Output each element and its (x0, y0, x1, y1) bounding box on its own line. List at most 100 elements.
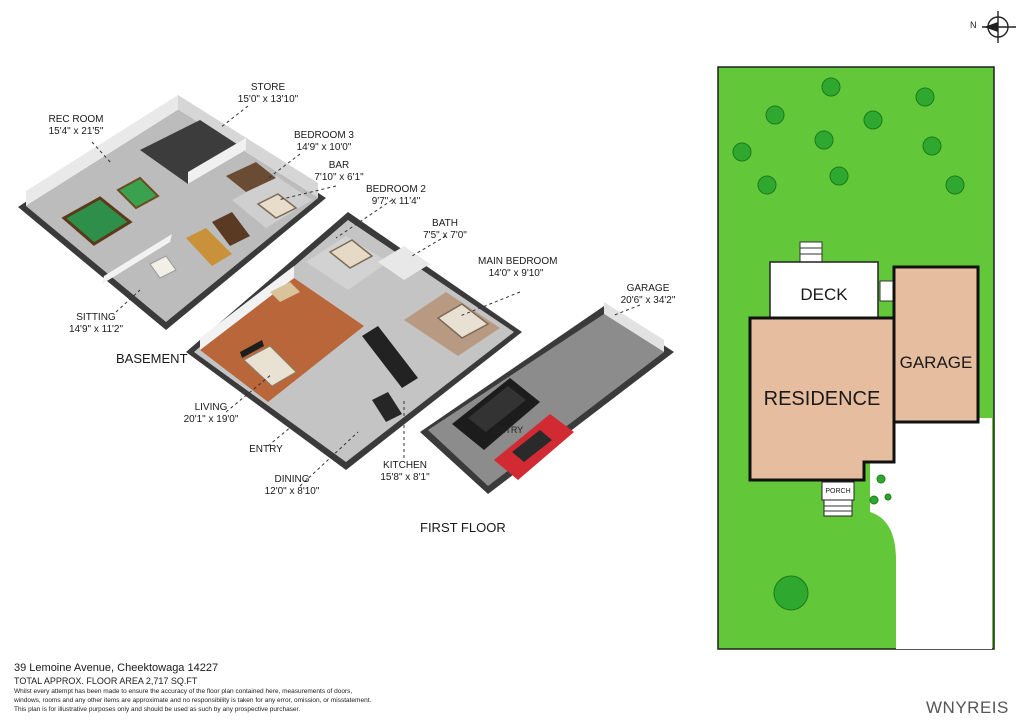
site-garage-label: GARAGE (899, 353, 973, 372)
bath-floor (378, 246, 430, 280)
label-sitting: SITTING 14'9" x 11'2" (56, 312, 136, 336)
living-name: LIVING (194, 402, 228, 413)
pool-table (61, 196, 133, 246)
label-bar: BAR 7'10" x 6'1" (304, 160, 374, 184)
label-kitchen: KITCHEN 15'8" x 8'1" (370, 460, 440, 484)
bar-counter (186, 228, 232, 266)
garage-entry-name: ENTRY (492, 425, 524, 435)
kitchen-island (372, 392, 402, 422)
compass-icon (982, 11, 1016, 43)
fireplace (270, 282, 300, 302)
bedroom2-bed (328, 239, 374, 269)
sitting-dims: 14'9" x 11'2" (68, 324, 124, 335)
residence-structure (748, 316, 896, 482)
tree-icon (945, 175, 965, 195)
store-name: STORE (250, 82, 286, 93)
dining-dims: 12'0" x 8'10" (264, 486, 320, 497)
label-living: LIVING 20'1" x 19'0" (176, 402, 246, 426)
first-floor-plan (186, 212, 674, 494)
site-deck-label: DECK (800, 285, 848, 304)
tree-icon (773, 575, 809, 611)
footer-disclaimer-1: Whilst every attempt has been made to en… (14, 688, 353, 695)
sitting-divider (102, 234, 172, 284)
label-bath: BATH 7'5" x 7'0" (412, 218, 478, 242)
rec-room-name: REC ROOM (48, 114, 104, 125)
tree-icon (821, 77, 841, 97)
kitchen-name: KITCHEN (383, 460, 427, 471)
label-entry: ENTRY (242, 444, 290, 456)
tree-icon (915, 87, 935, 107)
garage-wall-face (604, 302, 664, 352)
porch-steps (823, 499, 853, 517)
bedroom-3-dims: 14'9" x 10'0" (296, 142, 352, 153)
main-bedroom-name-1: MAIN BEDROOM (478, 256, 558, 267)
label-dining: DINING 12'0" x 8'10" (254, 474, 330, 498)
bedroom3-bed (256, 193, 298, 219)
trees (732, 77, 965, 611)
site-porch-label: PORCH (825, 488, 851, 495)
tree-icon (869, 495, 879, 505)
footer-disclaimer-2: windows, rooms and any other items are a… (14, 697, 372, 704)
driveway (870, 418, 992, 649)
store-dims: 15'0" x 13'10" (237, 94, 299, 105)
entry-name: ENTRY (249, 444, 283, 455)
label-main-bedroom: MAIN BEDROOM 14'0" x 9'10" (478, 256, 558, 280)
deck (769, 261, 879, 319)
first-floor-floor (194, 220, 514, 462)
tree-icon (884, 493, 892, 501)
label-store: STORE 15'0" x 13'10" (228, 82, 308, 106)
living-dims: 20'1" x 19'0" (183, 414, 239, 425)
tree-icon (732, 142, 752, 162)
living-wall (200, 266, 294, 350)
bar-name: BAR (328, 160, 350, 171)
bath-dims: 7'5" x 7'0" (423, 230, 467, 241)
sitting-name: SITTING (76, 312, 116, 323)
tree-icon (876, 474, 886, 484)
garage-name: GARAGE (626, 283, 670, 294)
basement-title: BASEMENT (116, 351, 188, 366)
living-floor (200, 278, 364, 402)
floorplan-graphic (18, 95, 674, 494)
compass-north-label: N (970, 20, 977, 30)
bar-dims: 7'10" x 6'1" (314, 172, 364, 183)
bath-name: BATH (432, 218, 458, 229)
living-tv (240, 340, 264, 358)
garage-dims: 20'6" x 34'2" (620, 295, 676, 306)
bedroom-2-dims: 9'7" x 11'4" (371, 196, 421, 207)
sitting-chair (149, 255, 177, 279)
label-rec-room: REC ROOM 15'4" x 21'5" (36, 114, 116, 138)
kitchen-counter (362, 326, 418, 388)
footer-address: 39 Lemoine Avenue, Cheektowaga 14227 (14, 662, 219, 674)
label-garage-entry: ENTRY (486, 424, 530, 436)
tree-icon (922, 136, 942, 156)
site-residence-label: RESIDENCE (763, 388, 881, 410)
tree-icon (757, 175, 777, 195)
bar-shelf (212, 212, 250, 246)
rec-room-dims: 15'4" x 21'5" (48, 126, 104, 137)
bar-cabinets (226, 162, 276, 192)
tree-icon (765, 105, 785, 125)
siteplan-graphic (717, 11, 1016, 650)
garage-suv-roof (468, 386, 526, 432)
leader-lines (91, 105, 641, 487)
first-floor-title: FIRST FLOOR (420, 520, 506, 535)
garage-red-car-roof (512, 430, 552, 462)
watermark: WNYREIS (926, 698, 1009, 717)
store-floor (140, 120, 246, 184)
basement-plan (18, 95, 326, 330)
deck-steps (799, 241, 823, 263)
basement-wall-face-right (178, 95, 318, 198)
main-bedroom-bed (436, 303, 490, 339)
label-bedroom-3: BEDROOM 3 14'9" x 10'0" (284, 130, 364, 154)
foosball-table (116, 176, 160, 210)
bedroom-2-name: BEDROOM 2 (365, 184, 426, 195)
dining-name: DINING (274, 474, 310, 485)
living-sofa (243, 345, 297, 387)
tree-icon (863, 110, 883, 130)
store-wall (188, 138, 246, 184)
garage-structure (892, 265, 980, 424)
bedroom-3-name: BEDROOM 3 (293, 130, 354, 141)
footer-area: TOTAL APPROX. FLOOR AREA 2,717 SQ.FT (14, 676, 198, 686)
basement-wall-face (26, 95, 178, 206)
tree-icon (814, 130, 834, 150)
